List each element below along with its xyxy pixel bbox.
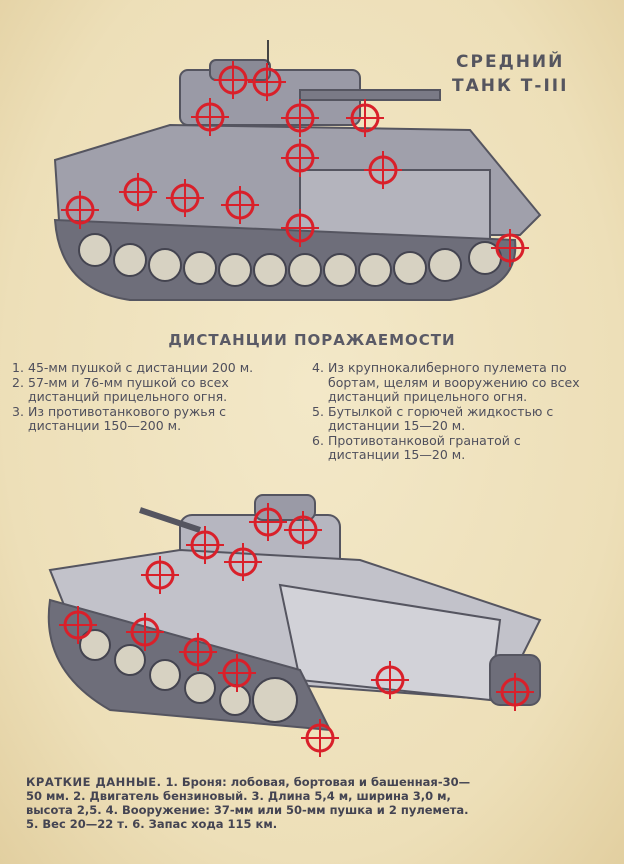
- brief-specs-lead: КРАТКИЕ ДАННЫЕ.: [26, 775, 162, 789]
- target-crosshair-icon: [281, 99, 319, 137]
- target-crosshair-icon: [224, 543, 262, 581]
- tank-side-view-illustration: [53, 40, 542, 301]
- target-crosshair-icon: [186, 526, 224, 564]
- target-crosshair-icon: [214, 61, 252, 99]
- target-crosshair-icon: [249, 503, 287, 541]
- target-crosshair-icon: [496, 673, 534, 711]
- target-crosshair-icon: [126, 613, 164, 651]
- target-crosshair-icon: [221, 186, 259, 224]
- target-crosshair-icon: [179, 633, 217, 671]
- title-line-1: СРЕДНИЙ: [456, 52, 565, 72]
- distance-list-right: 4.Из крупнокалиберного пулемета по борта…: [312, 360, 584, 463]
- target-crosshair-icon: [218, 654, 256, 692]
- distance-item: 5.Бутылкой с горючей жидкостью с дистанц…: [312, 403, 554, 433]
- tank-front-view-illustration: [47, 494, 542, 757]
- target-crosshair-icon: [119, 173, 157, 211]
- section-heading: ДИСТАНЦИИ ПОРАЖАЕМОСТИ: [168, 331, 456, 349]
- target-crosshair-icon: [491, 229, 529, 267]
- target-crosshair-icon: [191, 98, 229, 136]
- distance-item: 1.45-мм пушкой с дистанции 200 м.: [12, 360, 254, 375]
- target-crosshair-icon: [141, 556, 179, 594]
- target-crosshair-icon: [248, 63, 286, 101]
- distance-item: 2.57-мм и 76-мм пушкой со всех дистанций…: [12, 374, 229, 404]
- distance-item: 3.Из противотанкового ружья с дистанции …: [12, 403, 226, 433]
- poster-title: СРЕДНИЙ ТАНК Т-III: [452, 50, 568, 98]
- distance-item: 4.Из крупнокалиберного пулемета по борта…: [312, 360, 580, 404]
- title-line-2: ТАНК Т-III: [452, 76, 569, 96]
- brief-specs: КРАТКИЕ ДАННЫЕ. 1. Броня: лобовая, борто…: [26, 775, 476, 831]
- target-crosshair-icon: [61, 191, 99, 229]
- target-crosshair-icon: [301, 719, 339, 757]
- distance-list-left: 1.45-мм пушкой с дистанции 200 м. 2.57-м…: [12, 360, 284, 434]
- brief-specs-text: 1. Броня: лобовая, бортовая и башенная-3…: [26, 775, 471, 831]
- target-crosshair-icon: [364, 151, 402, 189]
- target-crosshair-icon: [281, 209, 319, 247]
- target-crosshair-icon: [166, 179, 204, 217]
- target-crosshair-icon: [346, 99, 384, 137]
- target-crosshair-icon: [284, 511, 322, 549]
- distance-item: 6.Противотанковой гранатой с дистанции 1…: [312, 432, 521, 462]
- target-crosshair-icon: [371, 661, 409, 699]
- target-crosshair-icon: [59, 606, 97, 644]
- target-crosshair-icon: [281, 139, 319, 177]
